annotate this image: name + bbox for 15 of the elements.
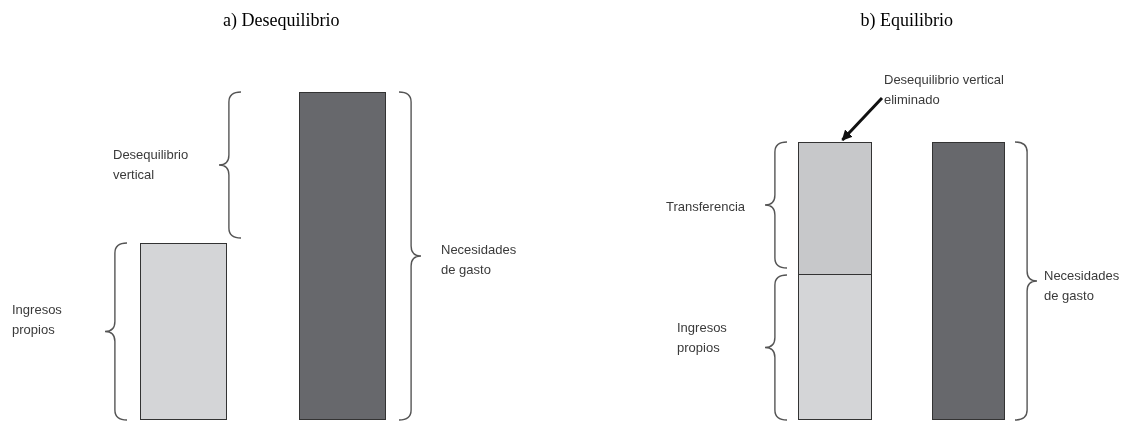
bar — [299, 92, 386, 420]
brace-label: Desequilibrio vertical — [113, 146, 190, 184]
bar-segment — [798, 274, 872, 420]
annotation-text: Desequilibrio vertical eliminado — [884, 70, 1014, 110]
panel-title: b) Equilibrio — [860, 10, 953, 31]
arrow — [841, 96, 884, 142]
bar — [140, 243, 227, 420]
brace-label: Ingresos propios — [12, 301, 63, 339]
brace-label: Necesidades de gasto — [1044, 267, 1121, 305]
brace-label: Necesidades de gasto — [441, 241, 518, 279]
panel-title: a) Desequilibrio — [223, 10, 340, 31]
bar — [932, 142, 1005, 420]
brace-label: Transferencia — [666, 198, 746, 216]
bar-segment — [798, 142, 872, 275]
brace-label: Ingresos propios — [677, 319, 728, 357]
